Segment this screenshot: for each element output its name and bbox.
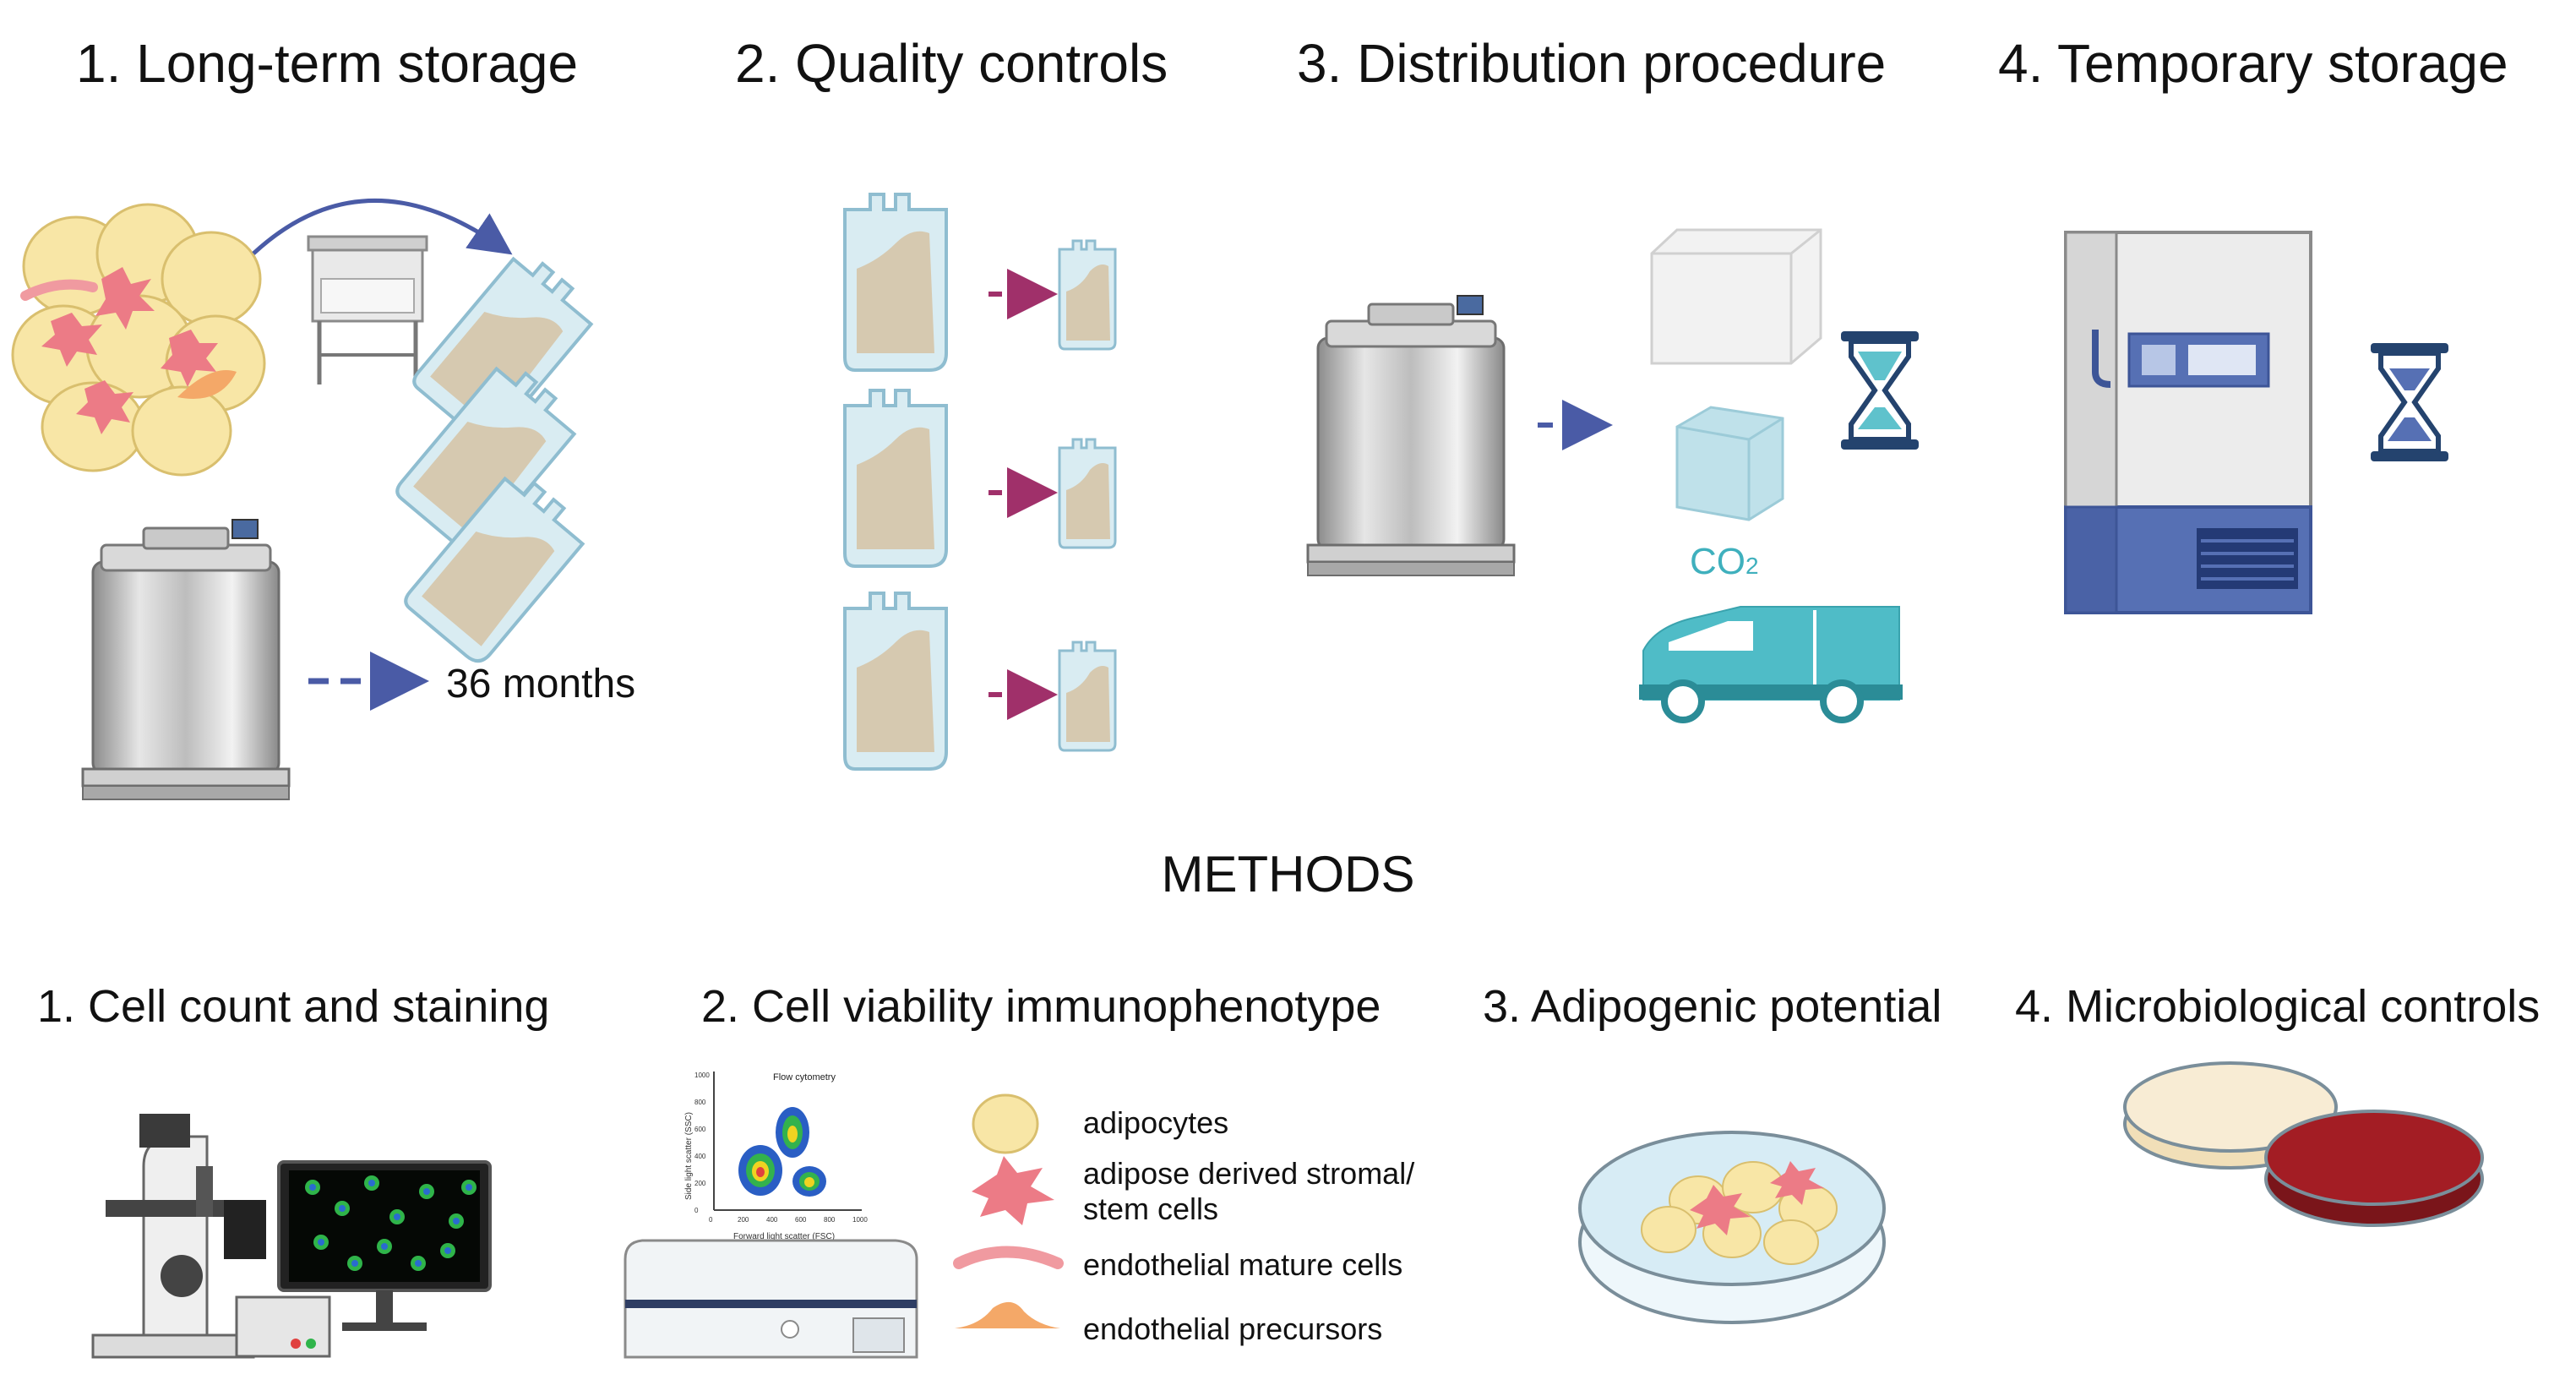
microscope-icon xyxy=(91,1114,266,1359)
flow-cytometer-icon xyxy=(624,1239,918,1359)
method-title-cell-count: 1. Cell count and staining xyxy=(37,981,550,1032)
flow-plot-x-tick: 200 xyxy=(738,1216,749,1224)
storage-duration-label: 36 months xyxy=(446,662,636,706)
method-title-adipogenic-potential: 3. Adipogenic potential xyxy=(1483,981,1942,1032)
flow-plot-y-tick: 200 xyxy=(694,1180,706,1187)
agar-plate-icon xyxy=(2264,1110,2484,1227)
flow-plot-population-2 xyxy=(776,1107,809,1158)
flow-cytometry-plot: Flow cytometry Forward light scatter (FS… xyxy=(684,1072,868,1241)
van-icon xyxy=(1639,606,1903,723)
legend-swatch-endothelial-precursors xyxy=(955,1301,1060,1328)
dry-ice-icon xyxy=(1675,406,1784,521)
cryo-bag-icon xyxy=(1058,239,1117,752)
monitor-icon xyxy=(235,1160,492,1358)
cryo-bag-icon xyxy=(391,245,603,669)
methods-heading: METHODS xyxy=(1161,846,1415,902)
flow-plot-x-tick: 800 xyxy=(824,1216,836,1224)
stage-title-temporary-storage: 4. Temporary storage xyxy=(1998,33,2508,94)
legend-swatch-endothelial-mature xyxy=(953,1246,1064,1269)
legend-label-adipocytes: adipocytes xyxy=(1083,1105,1229,1140)
styrofoam-box-icon xyxy=(1650,228,1822,365)
petri-dish-icon xyxy=(1578,1131,1886,1324)
flow-plot-x-tick: 1000 xyxy=(852,1216,868,1224)
stage-title-long-term-storage: 1. Long-term storage xyxy=(76,33,579,94)
legend-swatch-stromal xyxy=(972,1156,1054,1225)
stage-title-quality-controls: 2. Quality controls xyxy=(735,33,1168,94)
method-title-cell-viability: 2. Cell viability immunophenotype xyxy=(701,981,1381,1032)
flow-plot-x-tick: 400 xyxy=(766,1216,778,1224)
flow-plot-population-3 xyxy=(792,1166,826,1197)
stage-title-distribution-procedure: 3. Distribution procedure xyxy=(1297,33,1887,94)
flow-plot-y-label: Side light scatter (SSC) xyxy=(684,1112,694,1200)
ultra-freezer-icon xyxy=(2064,231,2312,614)
co2-label: CO2 xyxy=(1690,541,1759,582)
flow-plot-x-label: Forward light scatter (FSC) xyxy=(733,1232,835,1241)
cryo-tank-icon xyxy=(81,518,291,801)
flow-plot-x-tick: 0 xyxy=(709,1216,713,1224)
hourglass-icon xyxy=(1841,331,1919,450)
flow-plot-y-tick: 400 xyxy=(694,1153,706,1160)
legend-label-stromal-line2: stem cells xyxy=(1083,1192,1219,1226)
flow-plot-y-tick: 600 xyxy=(694,1126,706,1133)
flow-plot-title: Flow cytometry xyxy=(773,1072,836,1082)
legend-swatch-adipocytes xyxy=(972,1093,1039,1154)
tissue-cells-icon xyxy=(11,203,266,477)
transfer-arrow xyxy=(252,198,513,255)
cryo-tank-icon xyxy=(1306,294,1516,577)
legend-label-endothelial-mature: endothelial mature cells xyxy=(1083,1247,1403,1282)
legend-label-endothelial-precursors: endothelial precursors xyxy=(1083,1311,1383,1346)
biosafety-cabinet-icon xyxy=(307,235,428,384)
flow-plot-population-1 xyxy=(738,1145,782,1196)
flow-plot-y-tick: 800 xyxy=(694,1099,706,1106)
flow-plot-y-tick: 0 xyxy=(694,1207,699,1214)
hourglass-icon xyxy=(2371,343,2448,461)
legend-label-stromal-line1: adipose derived stromal/ xyxy=(1083,1156,1415,1191)
flow-plot-x-tick: 600 xyxy=(795,1216,807,1224)
cryo-bag-icon xyxy=(843,193,948,771)
method-title-microbiological-controls: 4. Microbiological controls xyxy=(2015,981,2541,1032)
flow-plot-y-tick: 1000 xyxy=(694,1072,710,1079)
